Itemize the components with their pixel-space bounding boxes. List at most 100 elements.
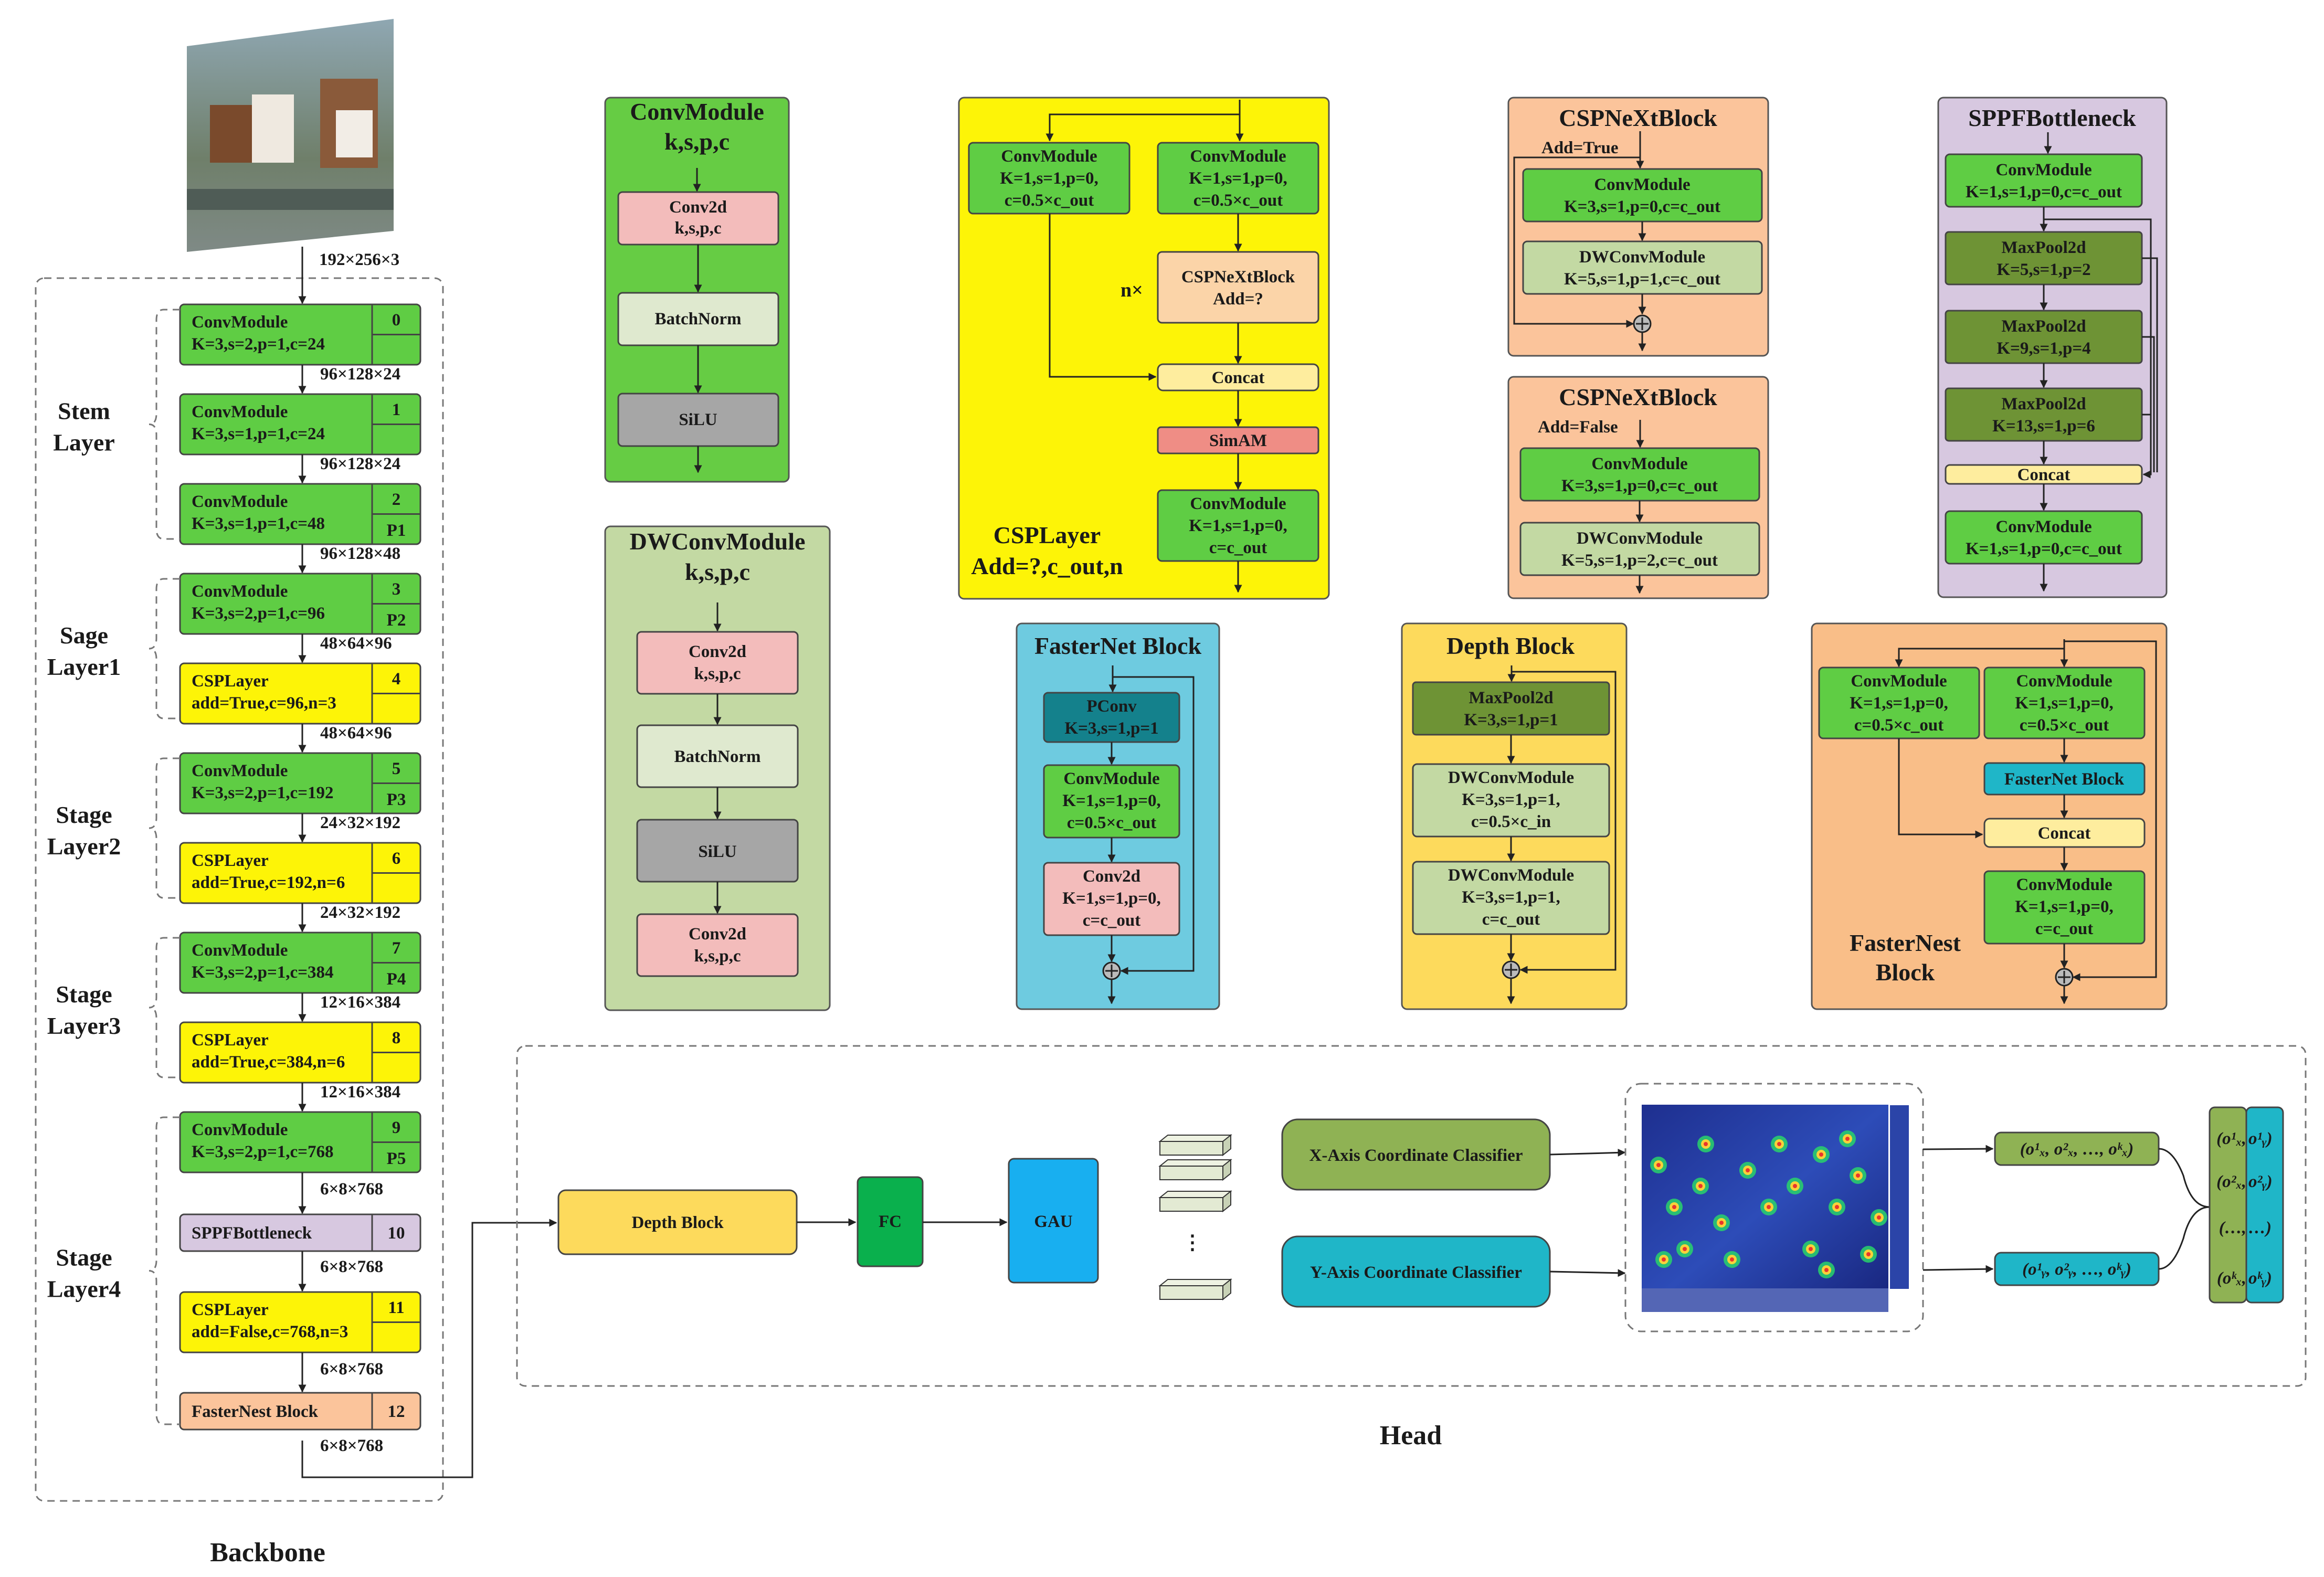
csp-right-conv-params: K=1,s=1,p=0, <box>1189 169 1287 188</box>
backbone-block-name: ConvModule <box>192 403 288 421</box>
fasternest-inner-block: FasterNet Block <box>2004 770 2125 789</box>
final-y-value: oᵏᵧ) <box>2248 1269 2272 1288</box>
backbone-block-params: K=3,s=2,p=1,c=96 <box>192 604 325 623</box>
layer-label-line2: Layer <box>53 429 115 456</box>
sppf-concat: Concat <box>2017 465 2071 484</box>
sppf-title: SPPFBottleneck <box>1968 104 2136 131</box>
layer-label-line1: Stem <box>58 398 110 425</box>
conv-module-panel: ConvModule k,s,p,c Conv2d k,s,p,c BatchN… <box>604 97 790 483</box>
backbone-block-12: FasterNest Block 12 <box>179 1392 421 1431</box>
layer-label-line1: Stage <box>56 981 112 1008</box>
backbone-block-index: 11 <box>388 1298 404 1317</box>
sppf-pool2-name: MaxPool2d <box>2001 317 2086 336</box>
backbone-block-params: add=False,c=768,n=3 <box>192 1322 348 1341</box>
depth-pool-name: MaxPool2d <box>1469 689 1553 707</box>
fasternet-conv2d-name: Conv2d <box>1083 867 1140 886</box>
backbone-block-params: K=3,s=2,p=1,c=192 <box>192 784 333 802</box>
conv-module-batchnorm: BatchNorm <box>655 310 742 329</box>
dwconv-silu: SiLU <box>698 842 737 861</box>
final-x-value: (oᵏₓ, <box>2217 1269 2246 1288</box>
depth-dw2-channels: c=c_out <box>1482 910 1540 929</box>
dwconv-conv2d-b-name: Conv2d <box>689 925 746 944</box>
sppf-pool1-params: K=5,s=1,p=2 <box>1996 260 2090 279</box>
backbone-block-index: 1 <box>392 400 401 419</box>
cspnext-false-conv-name: ConvModule <box>1591 454 1687 473</box>
dwconv-conv2d-b-params: k,s,p,c <box>694 947 741 966</box>
backbone-block-index: 4 <box>392 670 401 689</box>
layer-label-line2: Layer2 <box>47 833 121 860</box>
backbone-block-params: K=3,s=2,p=1,c=24 <box>192 335 325 354</box>
cspnext-true-title: CSPNeXtBlock <box>1559 104 1717 131</box>
dwconv-module-title: DWConvModule <box>630 528 806 555</box>
backbone-dim-label: 48×64×96 <box>320 724 392 743</box>
csp-layer-subtitle: Add=?,c_out,n <box>971 553 1123 579</box>
token-ellipsis: ⋮ <box>1182 1232 1202 1254</box>
csp-layer-panel: ConvModule K=1,s=1,p=0, c=0.5×c_out Conv… <box>958 97 1330 600</box>
final-y-value: o¹ᵧ) <box>2248 1129 2273 1148</box>
backbone-block-tag: P4 <box>387 970 406 989</box>
fasternest-title-line2: Block <box>1876 959 1935 986</box>
backbone-dim-label: 6×8×768 <box>320 1360 383 1379</box>
backbone-dim-label: 48×64×96 <box>320 634 392 653</box>
backbone-block-name: ConvModule <box>192 313 288 332</box>
depth-dw1-params: K=3,s=1,p=1, <box>1462 790 1560 809</box>
sppf-pool2-params: K=9,s=1,p=4 <box>1996 339 2090 358</box>
backbone-block-index: 5 <box>392 759 401 778</box>
csp-left-conv-name: ConvModule <box>1001 147 1097 166</box>
backbone-blocks: ConvModuleK=3,s=2,p=1,c=24096×128×24Conv… <box>179 303 421 1455</box>
backbone-layer-labels: StemLayerSageLayer1StageLayer2StageLayer… <box>47 309 180 1425</box>
backbone-title: Backbone <box>210 1538 325 1568</box>
csp-right-conv-name: ConvModule <box>1190 147 1286 166</box>
backbone-block-name: SPPFBottleneck <box>192 1224 312 1243</box>
backbone-block-params: add=True,c=96,n=3 <box>192 694 336 713</box>
dwconv-conv2d-a-params: k,s,p,c <box>694 664 741 683</box>
backbone-block-index: 10 <box>388 1224 405 1243</box>
sppf-pool3-params: K=13,s=1,p=6 <box>1992 417 2095 436</box>
final-y-value: o²ᵧ) <box>2248 1172 2273 1191</box>
cspnext-false-title: CSPNeXtBlock <box>1559 384 1717 410</box>
csp-left-conv-params: K=1,s=1,p=0, <box>1000 169 1098 188</box>
backbone-dim-label: 96×128×48 <box>320 544 400 563</box>
cspnext-true-dw-params: K=5,s=1,p=1,c=c_out <box>1564 270 1720 289</box>
backbone-frame <box>35 277 444 1502</box>
dwconv-batchnorm: BatchNorm <box>674 747 761 766</box>
fasternest-left-conv-params: K=1,s=1,p=0, <box>1850 694 1948 713</box>
fasternet-pconv-name: PConv <box>1086 697 1137 716</box>
backbone-dim-label: 6×8×768 <box>320 1257 383 1276</box>
cspnext-false-dw-params: K=5,s=1,p=2,c=c_out <box>1561 551 1718 570</box>
backbone-block-10: SPPFBottleneck 10 <box>179 1213 421 1252</box>
head-y-classifier: Y-Axis Coordinate Classifier <box>1310 1263 1522 1282</box>
sppf-conv-in-name: ConvModule <box>1995 161 2091 179</box>
csp-left-conv-channels: c=0.5×c_out <box>1005 191 1094 210</box>
backbone-block-params: K=3,s=2,p=1,c=768 <box>192 1142 333 1161</box>
head-x-classifier: X-Axis Coordinate Classifier <box>1309 1146 1523 1165</box>
backbone-dim-label: 24×32×192 <box>320 903 400 922</box>
fasternest-out-conv-name: ConvModule <box>2016 875 2112 894</box>
backbone-block-index: 12 <box>388 1402 405 1421</box>
head-gau: GAU <box>1034 1212 1073 1231</box>
csp-repeat-label: n× <box>1121 279 1143 301</box>
dwconv-module-subtitle: k,s,p,c <box>685 558 750 585</box>
fasternet-conv-params: K=1,s=1,p=0, <box>1062 791 1161 810</box>
fasternest-panel: ConvModule K=1,s=1,p=0, c=0.5×c_out Conv… <box>1811 622 2168 1010</box>
backbone-block-name: FasterNest Block <box>192 1402 319 1421</box>
csp-out-conv-params: K=1,s=1,p=0, <box>1189 516 1287 535</box>
fasternet-conv-channels: c=0.5×c_out <box>1067 813 1157 832</box>
csp-out-conv-name: ConvModule <box>1190 494 1286 513</box>
head-title: Head <box>1380 1421 1442 1451</box>
heatmap-image <box>1624 1083 1924 1332</box>
cspnext-false-conv-params: K=3,s=1,p=0,c=c_out <box>1561 477 1718 495</box>
conv-module-subtitle: k,s,p,c <box>664 128 730 155</box>
backbone-block-name: ConvModule <box>192 582 288 601</box>
backbone-block-index: 8 <box>392 1029 401 1047</box>
depth-dw2-params: K=3,s=1,p=1, <box>1462 888 1560 907</box>
backbone-block-tag: P2 <box>387 611 406 630</box>
fasternet-conv2d-channels: c=c_out <box>1083 911 1140 930</box>
backbone-block-params: add=True,c=192,n=6 <box>192 873 345 892</box>
